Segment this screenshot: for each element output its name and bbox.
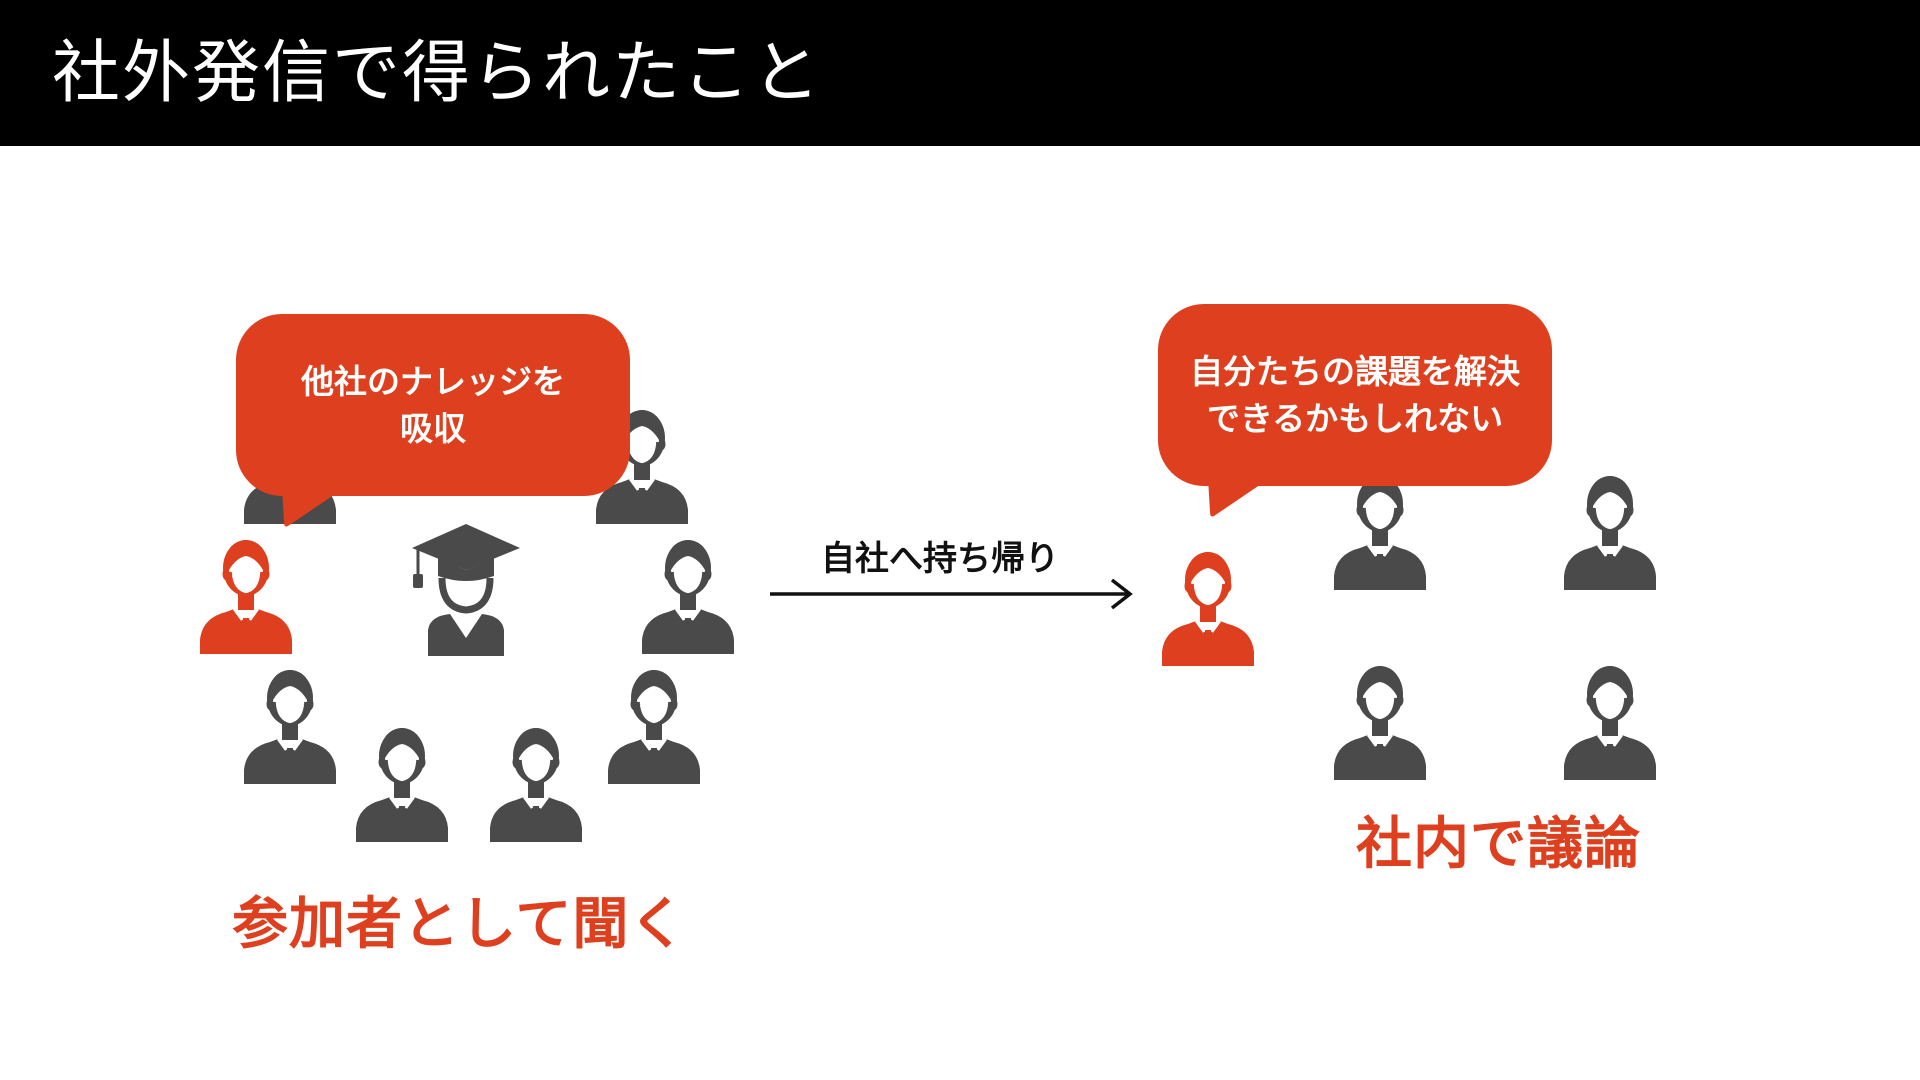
right-bubble-tail [1208, 478, 1270, 517]
person-icon [1560, 654, 1660, 784]
right-caption: 社内で議論 [1356, 812, 1641, 877]
person-icon [1330, 654, 1430, 784]
person-icon [604, 658, 704, 788]
right-bubble-text: 自分たちの課題を解決 できるかもしれない [1190, 352, 1520, 438]
right-speech-bubble: 自分たちの課題を解決 できるかもしれない [1158, 304, 1552, 486]
left-bubble-text: 他社のナレッジを 吸収 [301, 362, 565, 448]
person-icon-highlighted [196, 528, 296, 658]
arrow-right-icon [770, 578, 1133, 610]
left-bubble-tail [282, 488, 344, 527]
person-icon [1560, 464, 1660, 594]
left-caption: 参加者として聞く [232, 892, 687, 957]
arrow-label: 自社へ持ち帰り [821, 539, 1059, 579]
graduation-cap-person-icon [408, 520, 524, 656]
person-icon [486, 716, 586, 846]
title-bar: 社外発信で得られたこと [0, 0, 1920, 146]
left-speech-bubble: 他社のナレッジを 吸収 [236, 314, 630, 496]
slide-title: 社外発信で得られたこと [52, 34, 823, 113]
person-icon-highlighted [1158, 540, 1258, 670]
person-icon [638, 528, 738, 658]
person-icon [352, 716, 452, 846]
person-icon [240, 658, 340, 788]
